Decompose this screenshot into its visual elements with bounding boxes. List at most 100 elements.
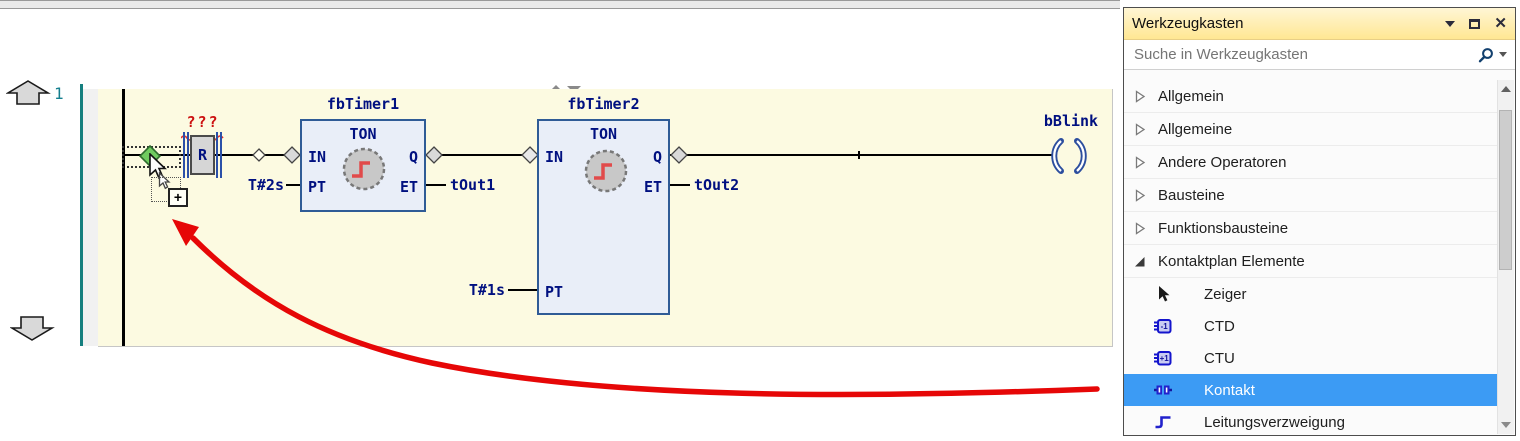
search-options-caret-icon[interactable] <box>1499 52 1507 57</box>
timer2-pin-pt[interactable]: PT <box>545 283 564 301</box>
pt2-wire <box>508 289 538 291</box>
reset-selection-bar-left2 <box>187 132 189 178</box>
scroll-up-arrow-icon[interactable] <box>6 79 52 107</box>
wire-junction-tick <box>858 151 860 159</box>
pointer-cursor-icon <box>1154 285 1172 303</box>
timer2-q-connection-diamond[interactable] <box>670 146 688 164</box>
category-label: Andere Operatoren <box>1158 153 1287 171</box>
timer1-pin-q[interactable]: Q <box>408 148 418 166</box>
timer2-pin-q[interactable]: Q <box>652 148 662 166</box>
drag-ghost-cursor-icon <box>158 172 171 190</box>
svg-text:-1: -1 <box>1161 322 1169 331</box>
network-number[interactable]: 1 <box>54 84 64 103</box>
svg-text:+1: +1 <box>1160 354 1170 363</box>
timer2-block[interactable]: TON IN Q ET PT <box>537 119 670 315</box>
toolbox-category-funktionsbausteine[interactable]: Funktionsbausteine <box>1124 212 1498 245</box>
timer1-type-label: TON <box>349 125 377 143</box>
collapsed-triangle-icon <box>1135 89 1146 103</box>
window-close-button[interactable]: ✕ <box>1494 15 1507 32</box>
toolbox-item-label: Leitungsverzweigung <box>1204 413 1345 431</box>
toolbox-item-ctu[interactable]: +1 CTU <box>1124 342 1498 374</box>
timer1-instance-label[interactable]: fbTimer1 <box>326 95 400 113</box>
toolbox-titlebar[interactable]: Werkzeugkasten ✕ <box>1124 8 1515 40</box>
reset-box-label: R <box>197 146 208 164</box>
collapsed-triangle-icon <box>1135 188 1146 202</box>
category-label: Kontaktplan Elemente <box>1158 252 1305 270</box>
ctd-counter-icon: -1 <box>1154 317 1172 335</box>
category-label: Allgemein <box>1158 87 1224 105</box>
timer2-et-variable[interactable]: tOut2 <box>694 176 740 194</box>
category-label: Bausteine <box>1158 186 1225 204</box>
timer-clock-icon <box>342 147 386 191</box>
toolbox-scrollbar[interactable] <box>1497 80 1514 434</box>
timer2-instance-label[interactable]: fbTimer2 <box>567 95 640 113</box>
pt1-wire <box>286 184 302 186</box>
search-icon[interactable] <box>1478 47 1494 63</box>
toolbox-panel: Werkzeugkasten ✕ Allgemein Allgemeine <box>1123 7 1516 436</box>
scrollbar-up-icon[interactable] <box>1501 86 1511 92</box>
drag-copy-plus-box: + <box>168 188 188 207</box>
category-label: Funktionsbausteine <box>1158 219 1289 237</box>
toolbox-search-row <box>1124 40 1515 70</box>
timer1-in-connection-diamond[interactable] <box>283 146 301 164</box>
expanded-triangle-icon <box>1135 256 1145 266</box>
toolbox-item-kontakt[interactable]: Kontakt <box>1124 374 1498 406</box>
toolbox-item-leitungsverzweigung[interactable]: Leitungsverzweigung <box>1124 406 1498 438</box>
reset-box[interactable]: R <box>190 135 215 175</box>
collapsed-triangle-icon <box>1135 122 1146 136</box>
toolbox-category-bausteine[interactable]: Bausteine <box>1124 179 1498 212</box>
collapsed-triangle-icon <box>1135 221 1146 235</box>
connection-point-small[interactable] <box>252 148 266 162</box>
toolbox-category-kontaktplan-elemente[interactable]: Kontaktplan Elemente <box>1124 245 1498 278</box>
timer1-pin-pt[interactable]: PT <box>308 178 327 196</box>
toolbox-item-ctd[interactable]: -1 CTD <box>1124 310 1498 342</box>
window-float-button[interactable] <box>1469 18 1481 29</box>
timer1-q-connection-diamond[interactable] <box>425 146 443 164</box>
chevron-down-icon <box>1445 20 1456 27</box>
line-branch-icon <box>1154 413 1172 431</box>
toolbox-category-allgemeine[interactable]: Allgemeine <box>1124 113 1498 146</box>
reset-selection-bar-left <box>183 132 185 178</box>
coil-variable-label[interactable]: bBlink <box>1043 112 1099 130</box>
scrollbar-thumb[interactable] <box>1499 110 1512 270</box>
unknown-operand-label[interactable]: ??? <box>186 113 220 131</box>
scrollbar-down-icon[interactable] <box>1501 422 1511 428</box>
toolbox-item-label: CTD <box>1204 317 1235 335</box>
timer1-block[interactable]: TON IN PT Q ET <box>300 119 426 212</box>
contact-icon <box>1154 381 1172 399</box>
network-gutter <box>83 89 98 346</box>
toolbox-item-zeiger[interactable]: Zeiger <box>1124 278 1498 310</box>
window-position-button[interactable] <box>1445 20 1456 27</box>
reset-selection-bar-right2 <box>220 132 222 178</box>
et1-wire <box>426 184 446 186</box>
timer1-pt-value[interactable]: T#2s <box>247 176 284 194</box>
reset-selection-bar-right <box>216 132 218 178</box>
plus-glyph: + <box>173 189 183 205</box>
horizontal-splitter[interactable] <box>0 0 1120 9</box>
window-float-icon <box>1469 18 1481 29</box>
timer2-pin-in[interactable]: IN <box>545 148 564 166</box>
toolbox-category-andere-operatoren[interactable]: Andere Operatoren <box>1124 146 1498 179</box>
timer1-pin-et[interactable]: ET <box>399 178 418 196</box>
output-coil[interactable] <box>1048 138 1090 174</box>
et2-wire <box>670 184 690 186</box>
timer2-in-connection-diamond[interactable] <box>521 146 539 164</box>
timer2-pin-et[interactable]: ET <box>643 178 662 196</box>
search-input[interactable] <box>1132 45 1478 64</box>
timer1-et-variable[interactable]: tOut1 <box>450 176 496 194</box>
toolbox-item-label: Zeiger <box>1204 285 1247 303</box>
timer-clock-icon <box>584 149 628 193</box>
power-rail <box>122 89 125 346</box>
timer2-pt-value[interactable]: T#1s <box>468 281 505 299</box>
network-marker-line <box>80 84 83 346</box>
toolbox-item-label: CTU <box>1204 349 1235 367</box>
toolbox-item-label: Kontakt <box>1204 381 1255 399</box>
scroll-down-arrow-icon[interactable] <box>10 315 56 343</box>
timer1-pin-in[interactable]: IN <box>308 148 327 166</box>
toolbox-title: Werkzeugkasten <box>1132 15 1244 32</box>
toolbox-category-allgemein[interactable]: Allgemein <box>1124 80 1498 113</box>
category-label: Allgemeine <box>1158 120 1233 138</box>
ctu-counter-icon: +1 <box>1154 349 1172 367</box>
collapsed-triangle-icon <box>1135 155 1146 169</box>
